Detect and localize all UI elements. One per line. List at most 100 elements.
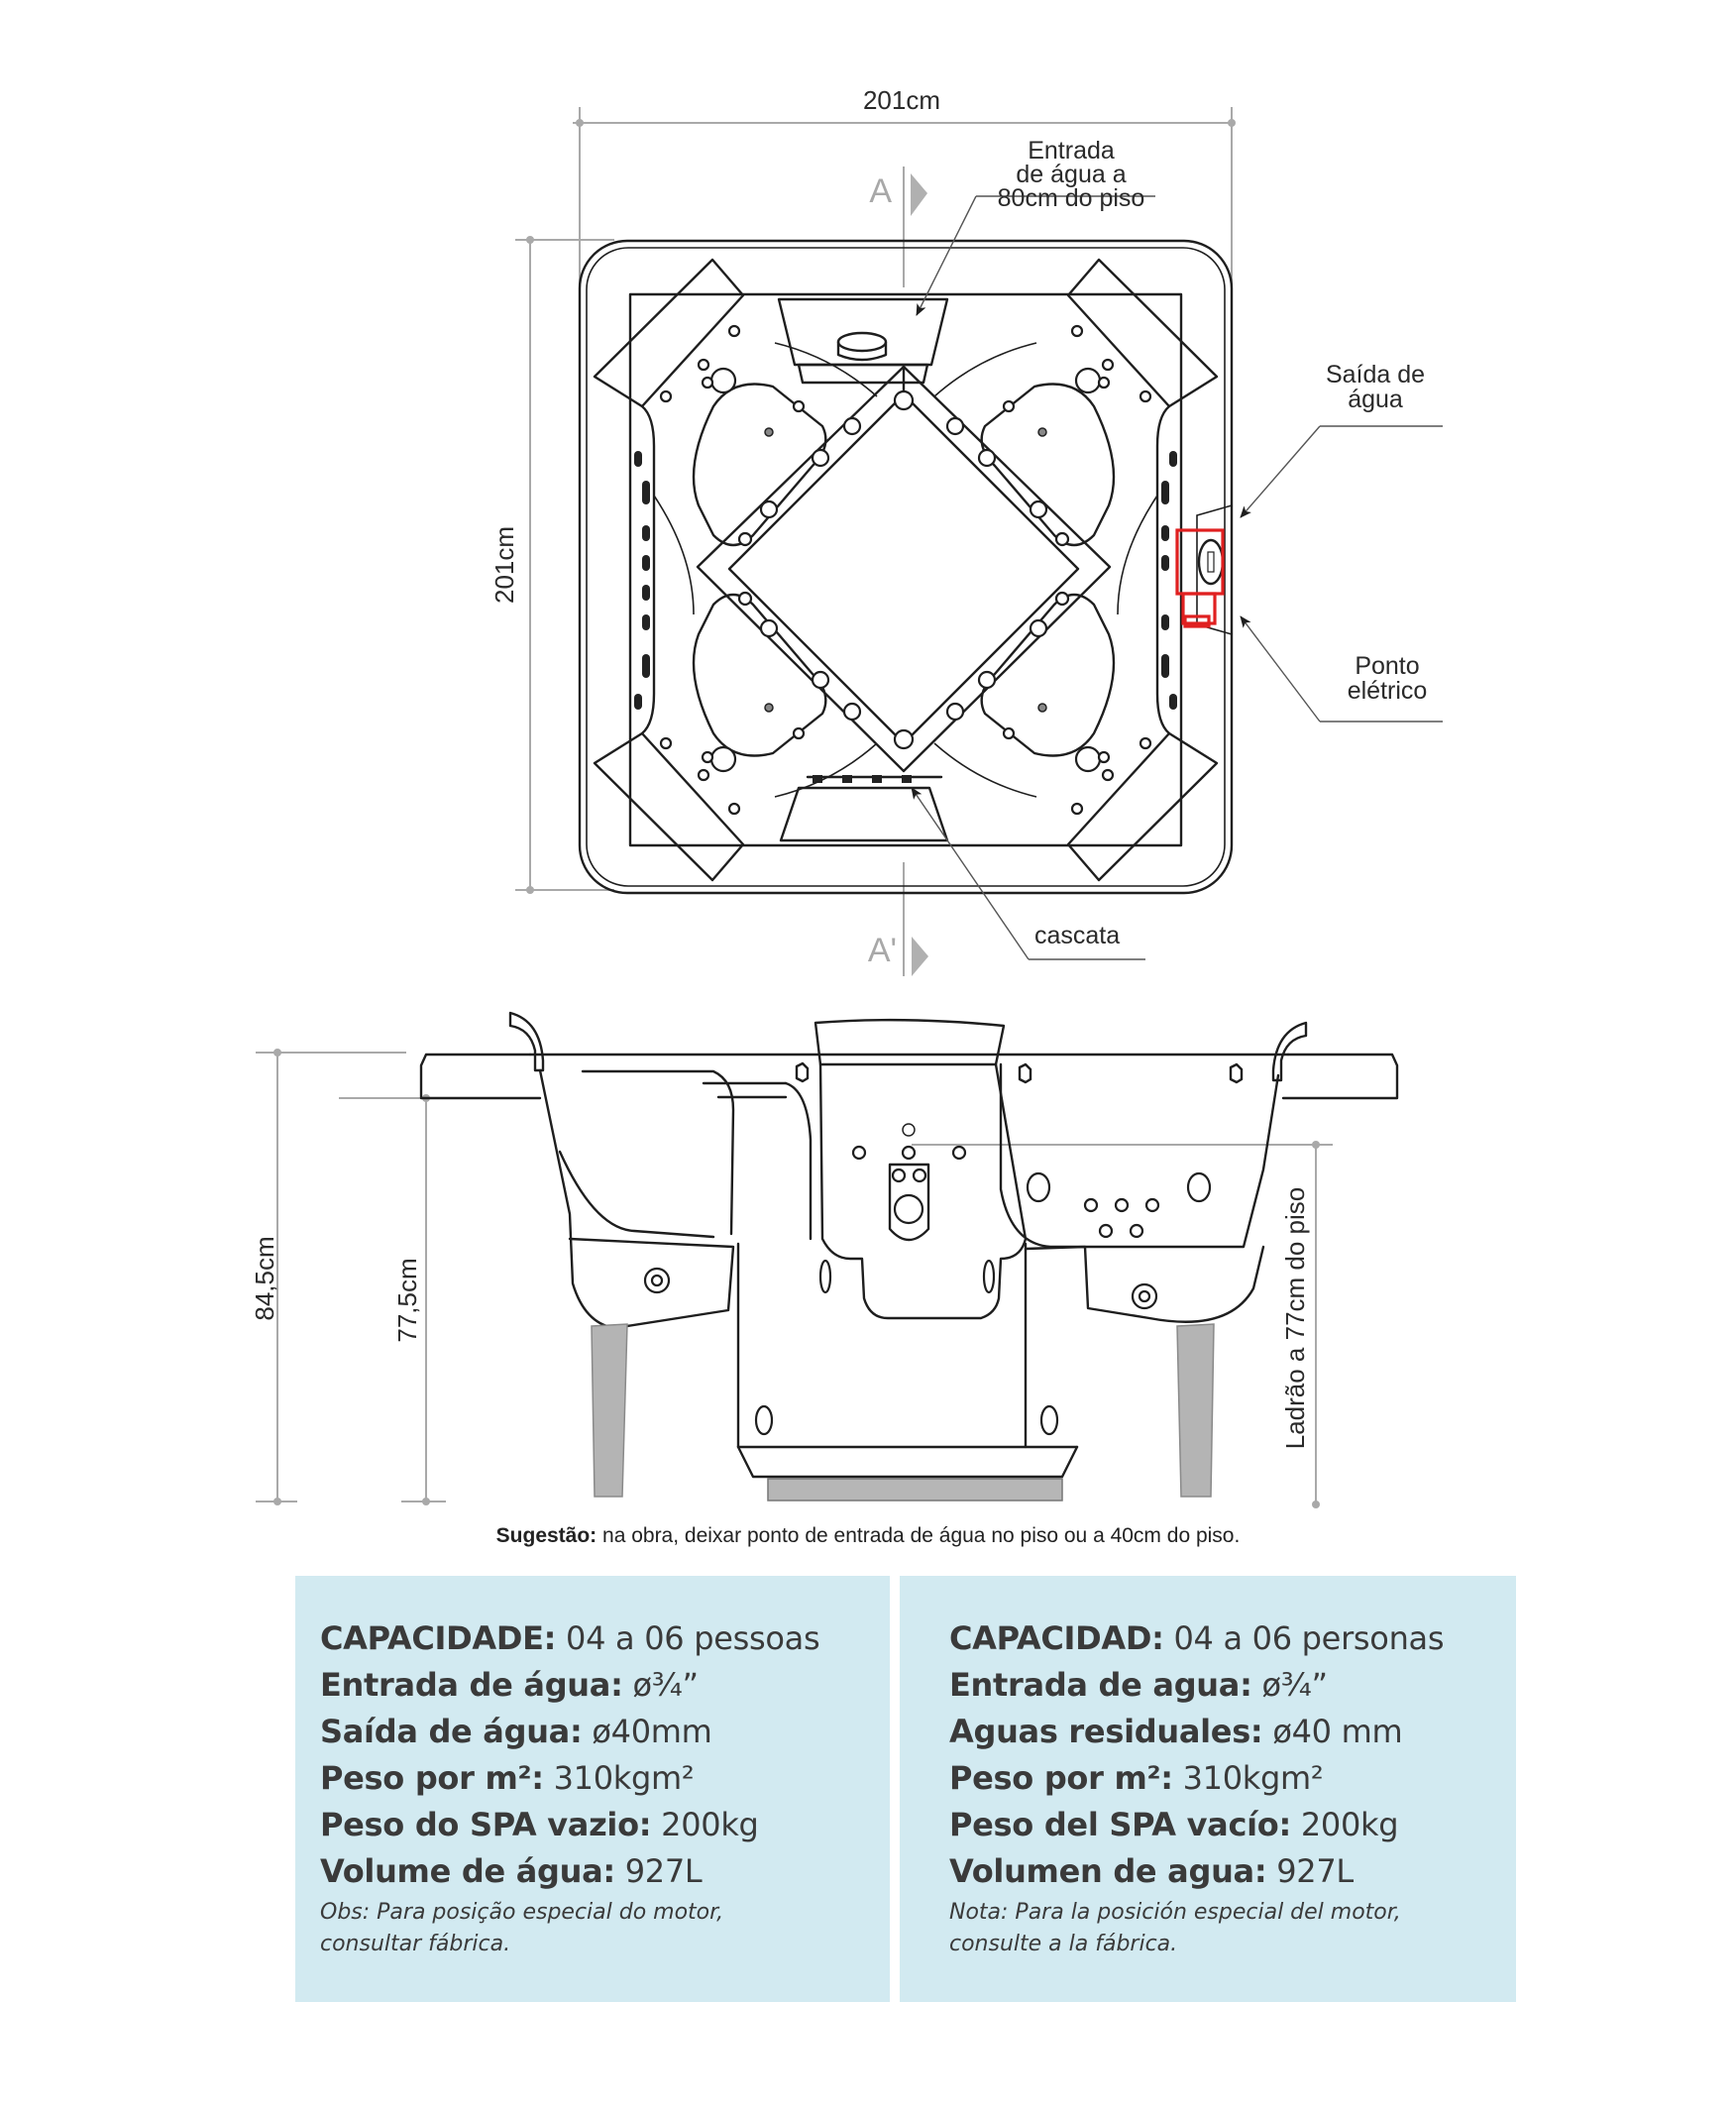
- overflow-label: Ladrão a 77cm do piso: [1280, 1187, 1310, 1450]
- spec-note: Nota: Para la posición especial del moto…: [949, 1897, 1516, 1960]
- base-plate: [767, 1478, 1063, 1501]
- spec-value: 927L: [624, 1852, 703, 1890]
- headrest-bottom-right: [1066, 731, 1219, 882]
- spec-key: CAPACIDADE:: [320, 1619, 557, 1657]
- spec-value: 927L: [1276, 1852, 1354, 1890]
- height-dimension: 201cm: [489, 236, 614, 894]
- water-outlet-label-line2: água: [1348, 386, 1403, 413]
- section-marker-a-label: A: [869, 172, 892, 210]
- diamond-jets: [737, 389, 1070, 750]
- right-wall-jets: [1161, 451, 1177, 710]
- armrest-swooshes: [653, 342, 1158, 798]
- overflow-dimension: Ladrão a 77cm do piso: [912, 1141, 1333, 1508]
- spec-row-water-volume: Volumen de agua: 927L: [949, 1848, 1516, 1895]
- specs-panel-portuguese: CAPACIDADE: 04 a 06 pessoas Entrada de á…: [295, 1576, 890, 2002]
- specs-panel-spanish: CAPACIDAD: 04 a 06 personas Entrada de a…: [900, 1576, 1516, 2002]
- spec-row-waste-water: Aguas residuales: ø40 mm: [949, 1709, 1516, 1755]
- spec-row-empty-weight: Peso do SPA vazio: 200kg: [320, 1802, 890, 1848]
- spec-row-water-volume: Volume de água: 927L: [320, 1848, 890, 1895]
- water-inlet-niche: [777, 297, 949, 385]
- width-dimension: 201cm: [573, 85, 1236, 287]
- spec-value: 200kg: [1300, 1806, 1399, 1843]
- headrest-top-left: [593, 258, 745, 408]
- section-marker-a-prime: A': [868, 862, 928, 976]
- section-jets: [643, 1123, 1212, 1436]
- waterfall-niche: [779, 775, 949, 842]
- headrest-bottom-left: [593, 731, 745, 882]
- water-inlet-label-line3: 80cm do piso: [998, 184, 1145, 212]
- suggestion-text: na obra, deixar ponto de entrada de água…: [602, 1524, 1241, 1547]
- spec-key: Volumen de agua:: [949, 1852, 1267, 1890]
- spec-row-empty-weight: Peso del SPA vacío: 200kg: [949, 1802, 1516, 1848]
- technical-drawing: 201cm 201cm A A': [250, 85, 1443, 1508]
- seat-top-left: [692, 383, 827, 547]
- spec-value: ø40 mm: [1272, 1713, 1403, 1750]
- callout-water-inlet: Entrada de água a 80cm do piso: [916, 137, 1155, 316]
- spa-inner-frame: [628, 292, 1183, 847]
- section-view: 84,5cm 77,5cm Ladrão a 77cm do piso: [250, 1011, 1399, 1508]
- spec-row-weight-per-m2: Peso por m²: 310kgm²: [949, 1755, 1516, 1802]
- equipment-box: [1175, 503, 1233, 636]
- spec-note-line1: Obs: Para posição especial do motor,: [320, 1900, 724, 1925]
- spec-note-line2: consulte a la fábrica.: [949, 1932, 1178, 1956]
- callout-water-outlet: Saída de água: [1240, 361, 1443, 518]
- spec-key: Peso do SPA vazio:: [320, 1806, 652, 1843]
- seat-bottom-left: [692, 593, 827, 757]
- callout-electrical-point: Ponto elétrico: [1240, 615, 1443, 723]
- spec-note-line1: Nota: Para la posición especial del moto…: [949, 1900, 1401, 1925]
- electrical-point-label-line2: elétrico: [1348, 677, 1428, 705]
- spec-key: Saída de água:: [320, 1713, 583, 1750]
- spec-row-weight-per-m2: Peso por m²: 310kgm²: [320, 1755, 890, 1802]
- spec-row-water-outlet: Saída de água: ø40mm: [320, 1709, 890, 1755]
- electrical-point-highlight: [1181, 592, 1217, 625]
- spec-key: Peso por m²:: [320, 1759, 544, 1797]
- electrical-point-label-line1: Ponto: [1355, 652, 1419, 680]
- seat-bottom-right: [980, 593, 1116, 757]
- rim-height-dimension: 77,5cm: [339, 1094, 535, 1505]
- spec-row-capacity: CAPACIDADE: 04 a 06 pessoas: [320, 1615, 890, 1662]
- suggestion-note: Sugestão: na obra, deixar ponto de entra…: [0, 1524, 1736, 1548]
- suggestion-label: Sugestão:: [495, 1524, 597, 1547]
- spec-value: 310kgm²: [1182, 1759, 1324, 1797]
- spec-key: Entrada de agua:: [949, 1666, 1252, 1704]
- spec-value: 200kg: [661, 1806, 759, 1843]
- water-inlet-label-line1: Entrada: [1028, 137, 1115, 165]
- rim-height-label: 77,5cm: [392, 1258, 422, 1342]
- top-view: 201cm 201cm A A': [489, 85, 1443, 976]
- callout-waterfall: cascata: [911, 787, 1145, 960]
- seat-top-right: [980, 383, 1116, 547]
- spec-key: Peso por m²:: [949, 1759, 1173, 1797]
- spec-value: ø¾”: [632, 1666, 699, 1704]
- spec-value: 310kgm²: [553, 1759, 695, 1797]
- section-marker-a-prime-label: A': [868, 932, 897, 969]
- spec-key: CAPACIDAD:: [949, 1619, 1164, 1657]
- total-height-dimension: 84,5cm: [250, 1049, 406, 1505]
- spa-outer-rim: [578, 239, 1234, 895]
- water-outlet-label-line1: Saída de: [1326, 361, 1425, 389]
- spec-key: Entrada de água:: [320, 1666, 623, 1704]
- leg-left: [591, 1323, 628, 1498]
- width-dimension-label: 201cm: [863, 85, 940, 115]
- spec-key: Volume de água:: [320, 1852, 615, 1890]
- spec-value: ø¾”: [1261, 1666, 1328, 1704]
- spec-value: ø40mm: [592, 1713, 712, 1750]
- waterfall-label: cascata: [1034, 922, 1120, 949]
- footwell: [727, 392, 1080, 745]
- total-height-label: 84,5cm: [250, 1236, 279, 1320]
- left-wall-jets: [634, 451, 650, 710]
- spec-value: 04 a 06 pessoas: [566, 1619, 820, 1657]
- leg-right: [1176, 1323, 1215, 1498]
- corner-jet-clusters: [659, 324, 1152, 816]
- spec-row-capacity: CAPACIDAD: 04 a 06 personas: [949, 1615, 1516, 1662]
- spec-key: Aguas residuales:: [949, 1713, 1263, 1750]
- headrest-top-right: [1066, 258, 1219, 408]
- spec-note: Obs: Para posição especial do motor, con…: [320, 1897, 890, 1960]
- spec-note-line2: consultar fábrica.: [320, 1932, 511, 1956]
- water-inlet-label-line2: de água a: [1016, 161, 1126, 188]
- section-marker-a: A: [869, 167, 927, 287]
- spec-row-water-inlet: Entrada de água: ø¾”: [320, 1662, 890, 1709]
- section-arrow-icon: [912, 937, 928, 976]
- section-arrow-icon: [911, 173, 927, 216]
- spec-row-water-inlet: Entrada de agua: ø¾”: [949, 1662, 1516, 1709]
- spec-value: 04 a 06 personas: [1173, 1619, 1445, 1657]
